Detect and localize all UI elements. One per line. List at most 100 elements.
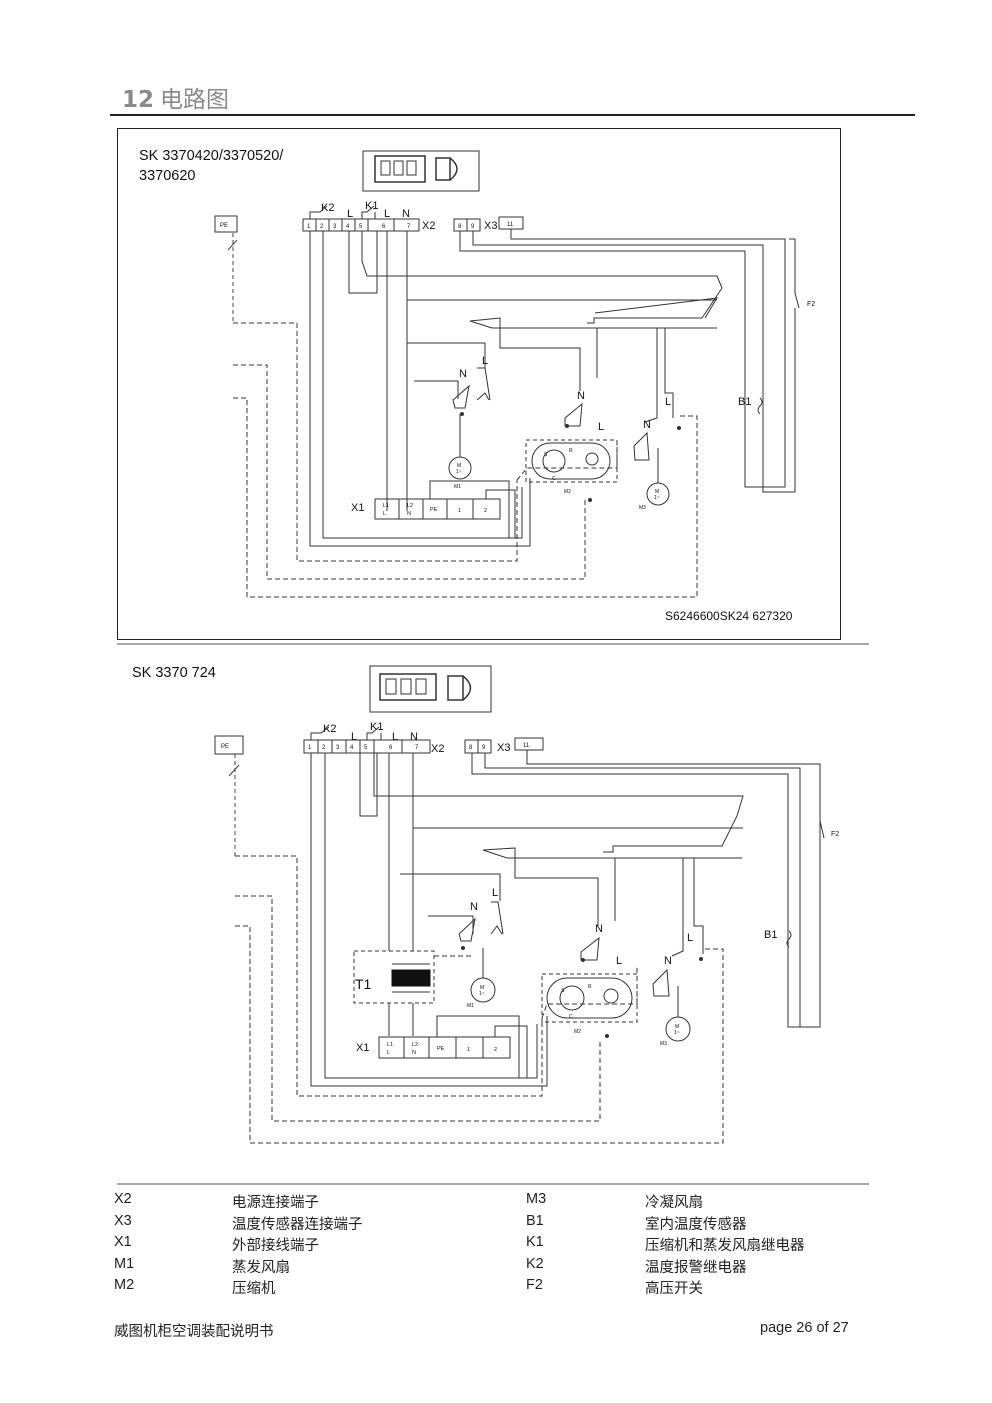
svg-text:X3: X3 (484, 220, 497, 232)
terminal-x2: 1 2 3 4 5 6 7 (302, 218, 420, 232)
svg-text:L: L (598, 421, 604, 433)
svg-text:1~: 1~ (479, 991, 485, 997)
svg-text:L: L (482, 355, 488, 367)
svg-text:N: N (595, 923, 603, 935)
svg-text:L1: L1 (383, 503, 389, 509)
svg-text:X2: X2 (431, 743, 444, 755)
svg-text:L: L (384, 208, 390, 220)
svg-text:11: 11 (507, 222, 514, 228)
controller-display-icon (362, 150, 480, 192)
model-number-line2: 3370620 (139, 168, 195, 184)
svg-text:7: 7 (407, 224, 411, 230)
svg-text:M3: M3 (660, 1041, 667, 1047)
legend-row: M1 蒸发风扇 K2 温度报警继电器 (114, 1255, 747, 1276)
svg-text:N: N (664, 955, 672, 967)
svg-text:X1: X1 (356, 1042, 369, 1054)
svg-text:M1: M1 (467, 1003, 474, 1009)
svg-text:9: 9 (471, 224, 475, 230)
svg-text:3: 3 (336, 745, 340, 751)
svg-text:K2: K2 (321, 202, 334, 214)
svg-text:11: 11 (523, 743, 530, 749)
section-title: 电路图 (160, 87, 230, 113)
svg-text:N: N (643, 419, 651, 431)
svg-text:S: S (561, 988, 565, 994)
compressor-m2 (525, 439, 618, 483)
diagram-code: S6246600SK24 627320 (665, 609, 793, 623)
transformer-t1 (353, 950, 435, 1004)
controller-display-icon-2 (369, 665, 492, 713)
footer-page-number: page 26 of 27 (760, 1320, 849, 1336)
svg-text:X2: X2 (422, 220, 435, 232)
legend-row: M2 压缩机 F2 高压开关 (114, 1277, 703, 1297)
svg-text:X1: X1 (351, 502, 364, 514)
svg-text:PE: PE (430, 507, 438, 513)
svg-text:1~: 1~ (654, 495, 660, 501)
separator (117, 1183, 869, 1185)
svg-text:1~: 1~ (456, 469, 462, 475)
svg-text:R: R (569, 448, 573, 454)
svg-text:N: N (470, 901, 478, 913)
svg-text:F2: F2 (807, 301, 815, 308)
svg-text:L: L (387, 1050, 390, 1056)
sensor-box-2 (514, 737, 544, 751)
separator (117, 643, 869, 645)
svg-text:L: L (392, 731, 398, 743)
svg-text:3: 3 (333, 224, 337, 230)
svg-text:PE: PE (221, 744, 229, 750)
svg-text:F2: F2 (831, 831, 839, 838)
svg-text:T1: T1 (355, 976, 372, 992)
svg-text:N: N (459, 368, 467, 380)
wiring-diagram-2: SK 3370 724 PE 1 2 3 4 5 6 7 X2 K2 K1 L … (132, 665, 839, 1144)
svg-text:1: 1 (307, 224, 311, 230)
svg-text:M: M (457, 463, 461, 469)
svg-text:X3: X3 (497, 742, 510, 754)
svg-text:L: L (665, 396, 671, 408)
svg-text:N: N (402, 208, 410, 220)
svg-text:N: N (577, 390, 585, 402)
svg-text:L: L (687, 932, 693, 944)
svg-text:K1: K1 (370, 721, 383, 733)
svg-text:B1: B1 (738, 396, 751, 408)
svg-text:7: 7 (415, 745, 419, 751)
svg-text:L: L (351, 731, 357, 743)
svg-text:K1: K1 (365, 200, 378, 212)
svg-text:2: 2 (322, 745, 326, 751)
terminal-x1: L1 L L2 N PE 1 2 (374, 498, 501, 520)
svg-text:M2: M2 (574, 1029, 581, 1035)
svg-text:L: L (492, 887, 498, 899)
svg-text:C: C (569, 1014, 573, 1020)
svg-text:1~: 1~ (674, 1030, 680, 1036)
svg-text:L2: L2 (407, 503, 413, 509)
legend-row: X3 温度传感器连接端子 B1 室内温度传感器 (114, 1212, 747, 1233)
compressor-m2-2 (541, 973, 638, 1023)
svg-text:K2: K2 (323, 723, 336, 735)
svg-text:M: M (675, 1024, 679, 1030)
pe-box-2 (214, 735, 244, 755)
svg-text:6: 6 (382, 224, 386, 230)
terminal-x1-2: L1 L L2 N PE 1 2 (378, 1036, 511, 1059)
legend-row: X1 外部接线端子 K1 压缩机和蒸发风扇继电器 (114, 1234, 805, 1254)
svg-text:L: L (383, 511, 386, 517)
svg-text:C: C (552, 476, 556, 482)
svg-text:1: 1 (458, 508, 461, 514)
svg-text:PE: PE (220, 223, 228, 229)
svg-text:N: N (410, 731, 418, 743)
svg-text:8: 8 (458, 224, 462, 230)
svg-text:L: L (616, 955, 622, 967)
svg-text:5: 5 (359, 224, 363, 230)
svg-text:6: 6 (389, 745, 393, 751)
diagram-frame (117, 128, 841, 640)
svg-text:4: 4 (346, 224, 350, 230)
model-number-line1: SK 3370420/3370520/ (139, 148, 284, 164)
svg-text:5: 5 (364, 745, 368, 751)
svg-text:9: 9 (482, 745, 486, 751)
svg-text:M1: M1 (454, 484, 461, 490)
svg-text:2: 2 (494, 1047, 497, 1053)
svg-text:2: 2 (484, 508, 487, 514)
legend-row: X2 电源连接端子 M3 冷凝风扇 (114, 1191, 703, 1211)
svg-text:N: N (412, 1050, 416, 1056)
svg-text:PE: PE (437, 1046, 445, 1052)
svg-text:L1: L1 (387, 1042, 393, 1048)
svg-text:M2: M2 (564, 489, 571, 495)
